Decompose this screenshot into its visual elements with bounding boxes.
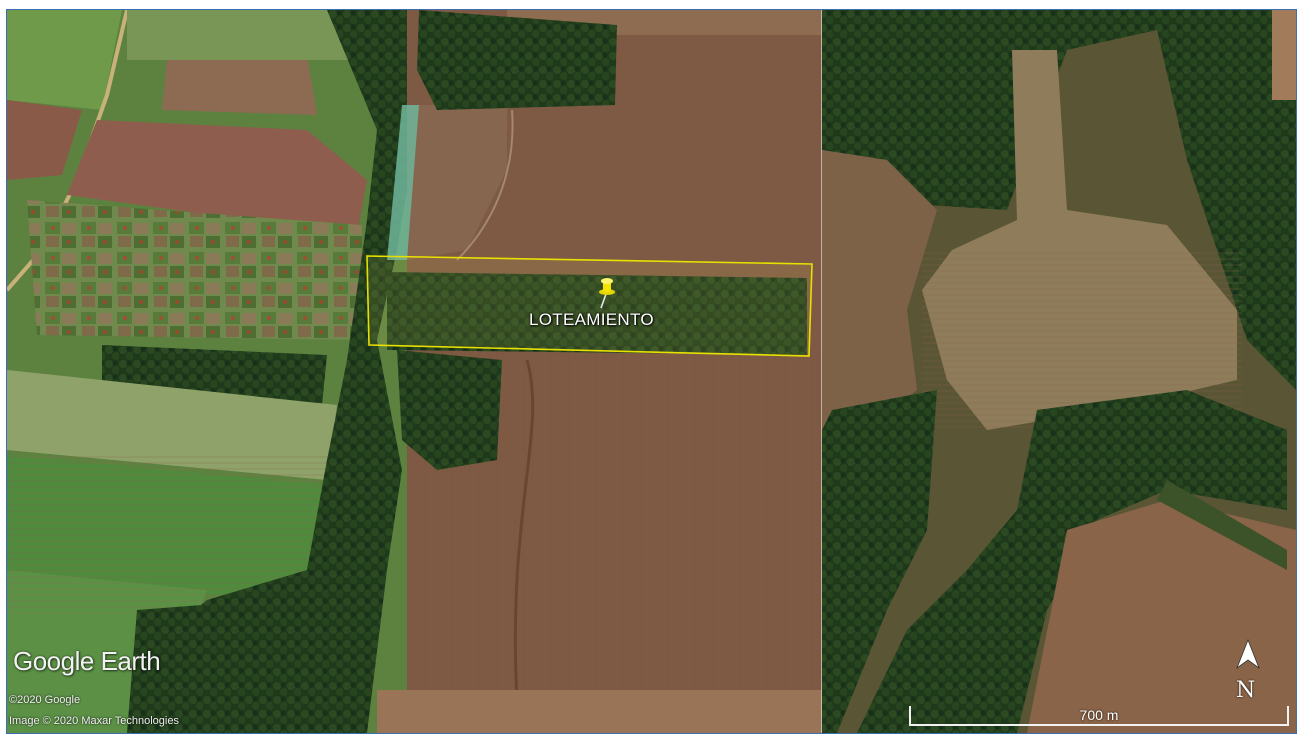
field-track (456, 109, 514, 261)
plowed-field (67, 120, 367, 235)
residential-plots (27, 200, 362, 340)
north-letter: N (1236, 678, 1256, 703)
satellite-imagery[interactable] (7, 10, 1296, 733)
field-track (1157, 480, 1287, 570)
scale-bar-line (909, 706, 1289, 726)
forest-patch (127, 600, 297, 733)
field-corner (1272, 10, 1296, 100)
water-strip (387, 105, 419, 260)
yellow-pushpin-icon[interactable] (599, 278, 615, 309)
copyright-google: ©2020 Google (9, 694, 81, 706)
map-viewport[interactable]: LOTEAMIENTO Google Earth ©2020 Google Im… (6, 9, 1297, 734)
plowed-field (162, 55, 317, 115)
google-earth-logo: Google Earth (13, 646, 161, 676)
pasture-field (7, 10, 122, 110)
forest-block (387, 272, 807, 355)
grass-field (7, 370, 337, 480)
forest-block (417, 10, 617, 110)
boundary-polygon[interactable] (366, 255, 813, 357)
copyright-imagery: Image © 2020 Maxar Technologies (9, 715, 179, 727)
forest-area (822, 390, 937, 733)
forest-area (822, 10, 1296, 390)
scale-bar-label: 700 m (1079, 707, 1119, 723)
field-track (513, 359, 535, 701)
plowed-field (1027, 500, 1296, 733)
placemark-label[interactable]: LOTEAMIENTO (529, 310, 654, 329)
field-edge (377, 690, 822, 733)
plowed-field (822, 150, 937, 460)
field-section (407, 105, 507, 260)
forest-strip (147, 10, 427, 733)
forest-block (397, 350, 502, 470)
scale-bar: 700 m (909, 706, 1289, 728)
plowed-field (7, 100, 82, 180)
north-arrow-icon[interactable] (1233, 638, 1263, 688)
